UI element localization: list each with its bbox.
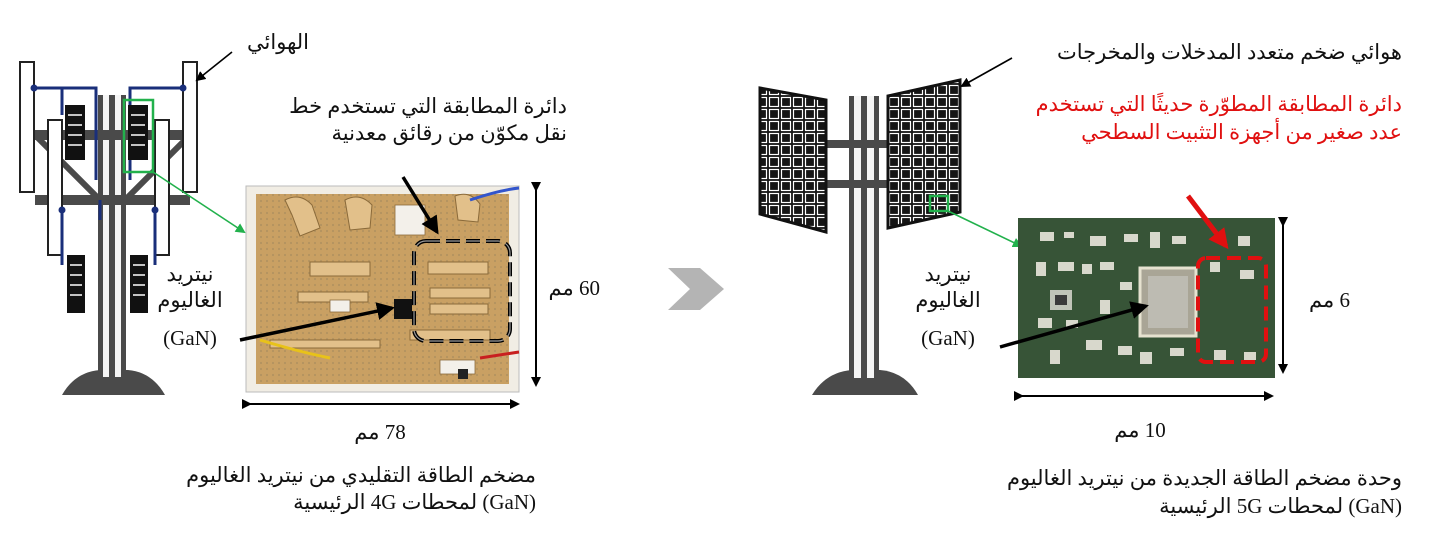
left-gan-arrow — [239, 302, 395, 342]
right-gan-label-line3: (GaN) — [921, 326, 975, 350]
left-green-callout — [152, 171, 246, 234]
left-gan-label-line1: نيتريد — [166, 262, 214, 286]
module-5g-photo — [1018, 218, 1275, 378]
left-width-label: 78 مم — [354, 420, 406, 444]
right-antenna-label: هوائي ضخم متعدد المدخلات والمخرجات — [1056, 40, 1402, 64]
left-gan-label-line2: الغاليوم — [157, 288, 223, 312]
right-matching-label-line1: دائرة المطابقة المطوّرة حديثًا التي تستخ… — [1035, 92, 1402, 116]
left-gan-label-line3: (GaN) — [163, 326, 217, 350]
left-height-label: 60 مم — [548, 276, 600, 300]
left-caption-line1: مضخم الطاقة التقليدي من نيتريد الغاليوم — [186, 463, 536, 487]
right-gan-arrow — [999, 301, 1149, 349]
right-caption-line2: (GaN) لمحطات 5G الرئيسية — [1159, 494, 1402, 518]
pcb-4g-photo — [245, 185, 520, 393]
left-caption-line2: (GaN) لمحطات 4G الرئيسية — [293, 490, 536, 514]
right-green-callout — [947, 210, 1023, 248]
right-matching-arrow — [1186, 194, 1229, 250]
right-gan-label-line1: نيتريد — [924, 262, 972, 286]
right-highlight-box — [928, 194, 950, 213]
left-matching-label-line2: نقل مكوّن من رقائق معدنية — [331, 121, 567, 145]
right-width-label: 10 مم — [1114, 418, 1166, 442]
right-matching-box — [1196, 256, 1268, 364]
left-matching-arrow — [401, 176, 439, 235]
right-gan-label-line2: الغاليوم — [915, 288, 981, 312]
right-antenna-leader — [960, 57, 1013, 87]
left-antenna-label: الهوائي — [247, 30, 309, 54]
left-highlight-box — [122, 98, 155, 174]
right-height-label: 6 مم — [1309, 288, 1350, 312]
left-antenna-leader — [195, 51, 233, 82]
left-matching-label-line1: دائرة المطابقة التي تستخدم خط — [289, 94, 567, 118]
right-matching-label-line2: عدد صغير من أجهزة التثبيت السطحي — [1081, 120, 1402, 144]
right-caption-line1: وحدة مضخم الطاقة الجديدة من نيتريد الغال… — [1006, 466, 1402, 490]
antenna-4g-illustration — [19, 61, 198, 395]
transition-arrow — [668, 268, 724, 310]
antenna-5g-illustration — [758, 78, 962, 395]
